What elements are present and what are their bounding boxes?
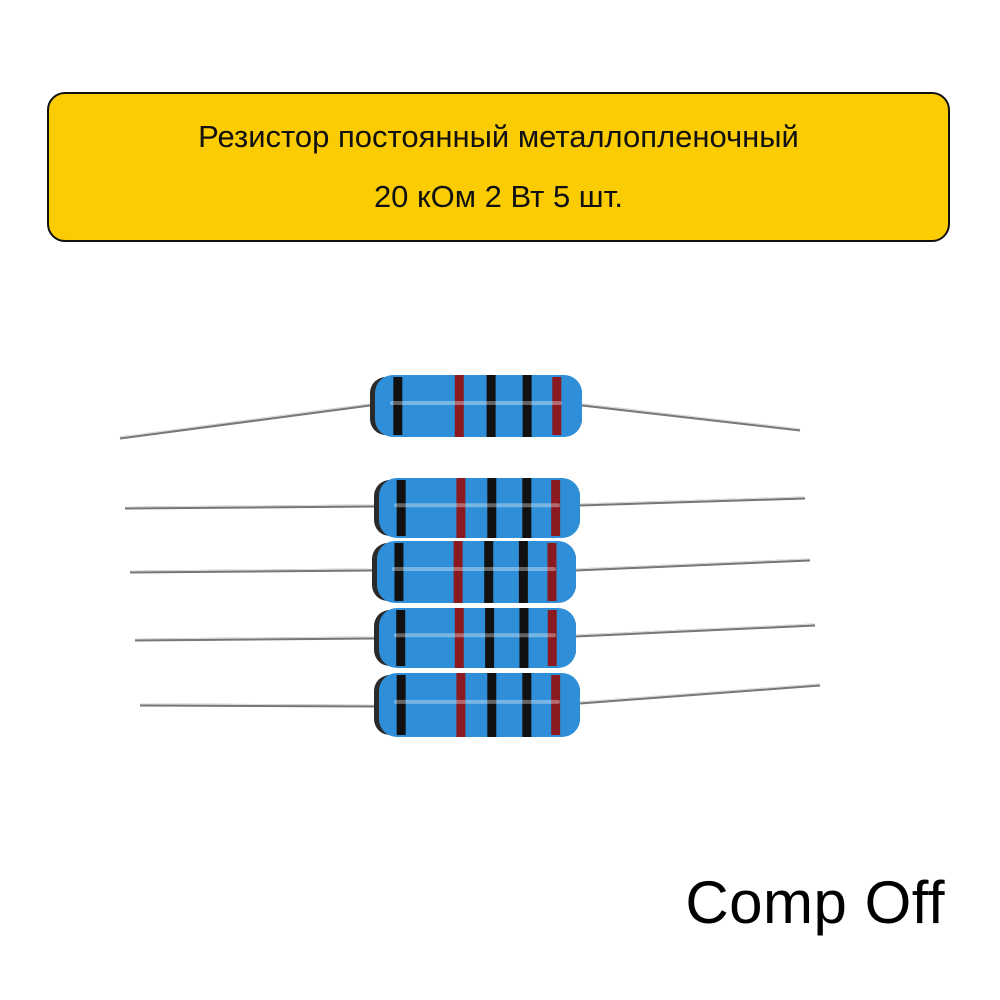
lead-highlight [124,504,375,508]
resistor [139,673,821,737]
color-band-black [519,608,529,668]
color-band-black [396,480,406,536]
resistor-lead [575,623,816,638]
color-band-black [487,673,497,737]
color-band-black [396,610,406,666]
color-band-black [393,377,403,435]
body-highlight [392,567,556,572]
resistor-lead [139,703,375,708]
resistor [129,541,811,603]
title-line-1: Резистор постоянный металлопленочный [198,119,799,154]
color-band-red [552,377,562,435]
resistor-lead [581,403,801,432]
resistor-lead [575,558,811,572]
color-band-red [454,375,464,437]
resistor-body [379,478,580,538]
body-highlight [394,503,560,508]
resistor [134,608,816,668]
color-band-black [518,541,528,603]
body-highlight [390,401,562,406]
color-band-black [485,608,495,668]
resistor [124,478,806,538]
resistor-lead [119,403,371,440]
resistor [119,375,801,440]
resistor-lead [579,496,806,507]
color-band-black [394,543,404,601]
color-band-red [453,541,463,603]
color-band-black [522,673,532,737]
color-band-red [547,543,557,601]
resistor-lead [579,683,821,705]
lead-highlight [581,403,801,430]
title-line-2: 20 кОм 2 Вт 5 шт. [373,179,624,214]
color-band-black [484,541,494,603]
resistor-body [379,608,576,668]
resistor-body [375,375,582,437]
lead-highlight [129,568,373,572]
lead-highlight [139,703,375,706]
lead-highlight [119,403,371,438]
color-band-black [522,375,532,437]
resistor-lead [129,568,373,574]
title-banner: Резистор постоянный металлопленочный 20 … [47,92,950,242]
body-highlight [394,699,560,704]
resistor-lead [134,636,375,642]
color-band-black [486,375,496,437]
color-band-red [454,608,464,668]
lead-highlight [579,683,821,703]
resistor-body [377,541,576,603]
color-band-red [551,675,561,735]
resistor-lead [124,504,375,510]
brand-logo: Comp Off [685,869,945,936]
lead-highlight [575,623,816,636]
color-band-black [396,675,406,735]
body-highlight [394,633,556,638]
lead-highlight [579,496,806,505]
color-band-red [547,610,557,666]
color-band-red [456,478,466,538]
color-band-black [522,478,532,538]
color-band-black [487,478,497,538]
lead-highlight [575,558,811,570]
resistor-body [379,673,580,737]
color-band-red [551,480,561,536]
lead-highlight [134,636,375,640]
color-band-red [456,673,466,737]
